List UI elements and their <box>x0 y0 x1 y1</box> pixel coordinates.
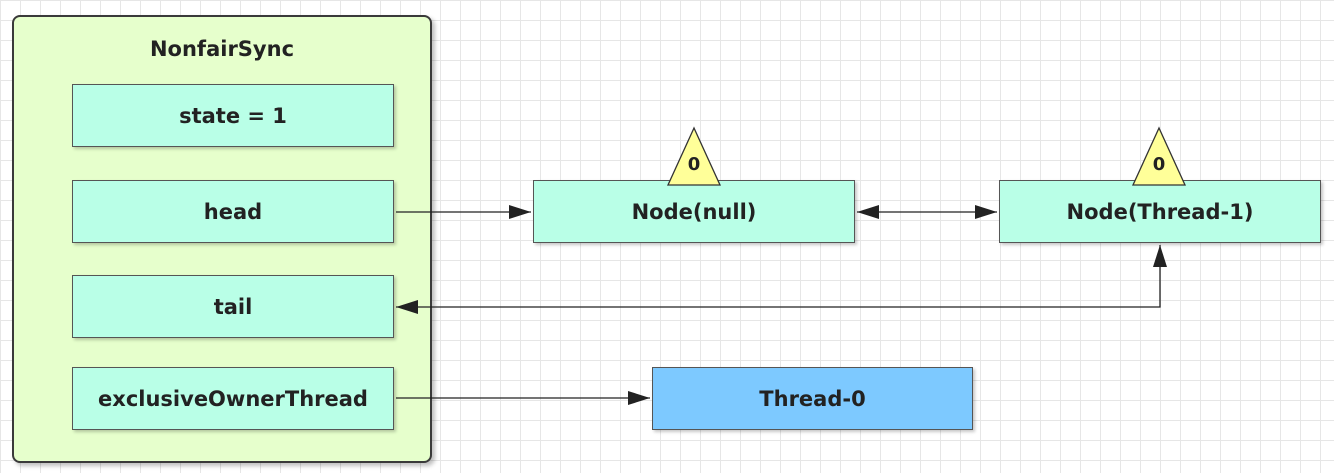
tail-node-link-arrow <box>396 245 1167 314</box>
head-node-warning-icon <box>666 126 722 186</box>
tail-field: tail <box>72 275 394 338</box>
exclusive-owner-thread-field: exclusiveOwnerThread <box>72 367 394 430</box>
tail-node-wait-status: 0 <box>1153 154 1166 175</box>
state-field: state = 1 <box>72 84 394 147</box>
head-node-wait-status: 0 <box>688 154 701 175</box>
tail-node: Node(Thread-1) <box>999 180 1321 243</box>
container-title: NonfairSync <box>149 37 295 61</box>
head-node: Node(null) <box>533 180 855 243</box>
thread-0-box: Thread-0 <box>652 367 973 430</box>
tail-node-warning-icon <box>1131 126 1187 186</box>
head-field: head <box>72 180 394 243</box>
